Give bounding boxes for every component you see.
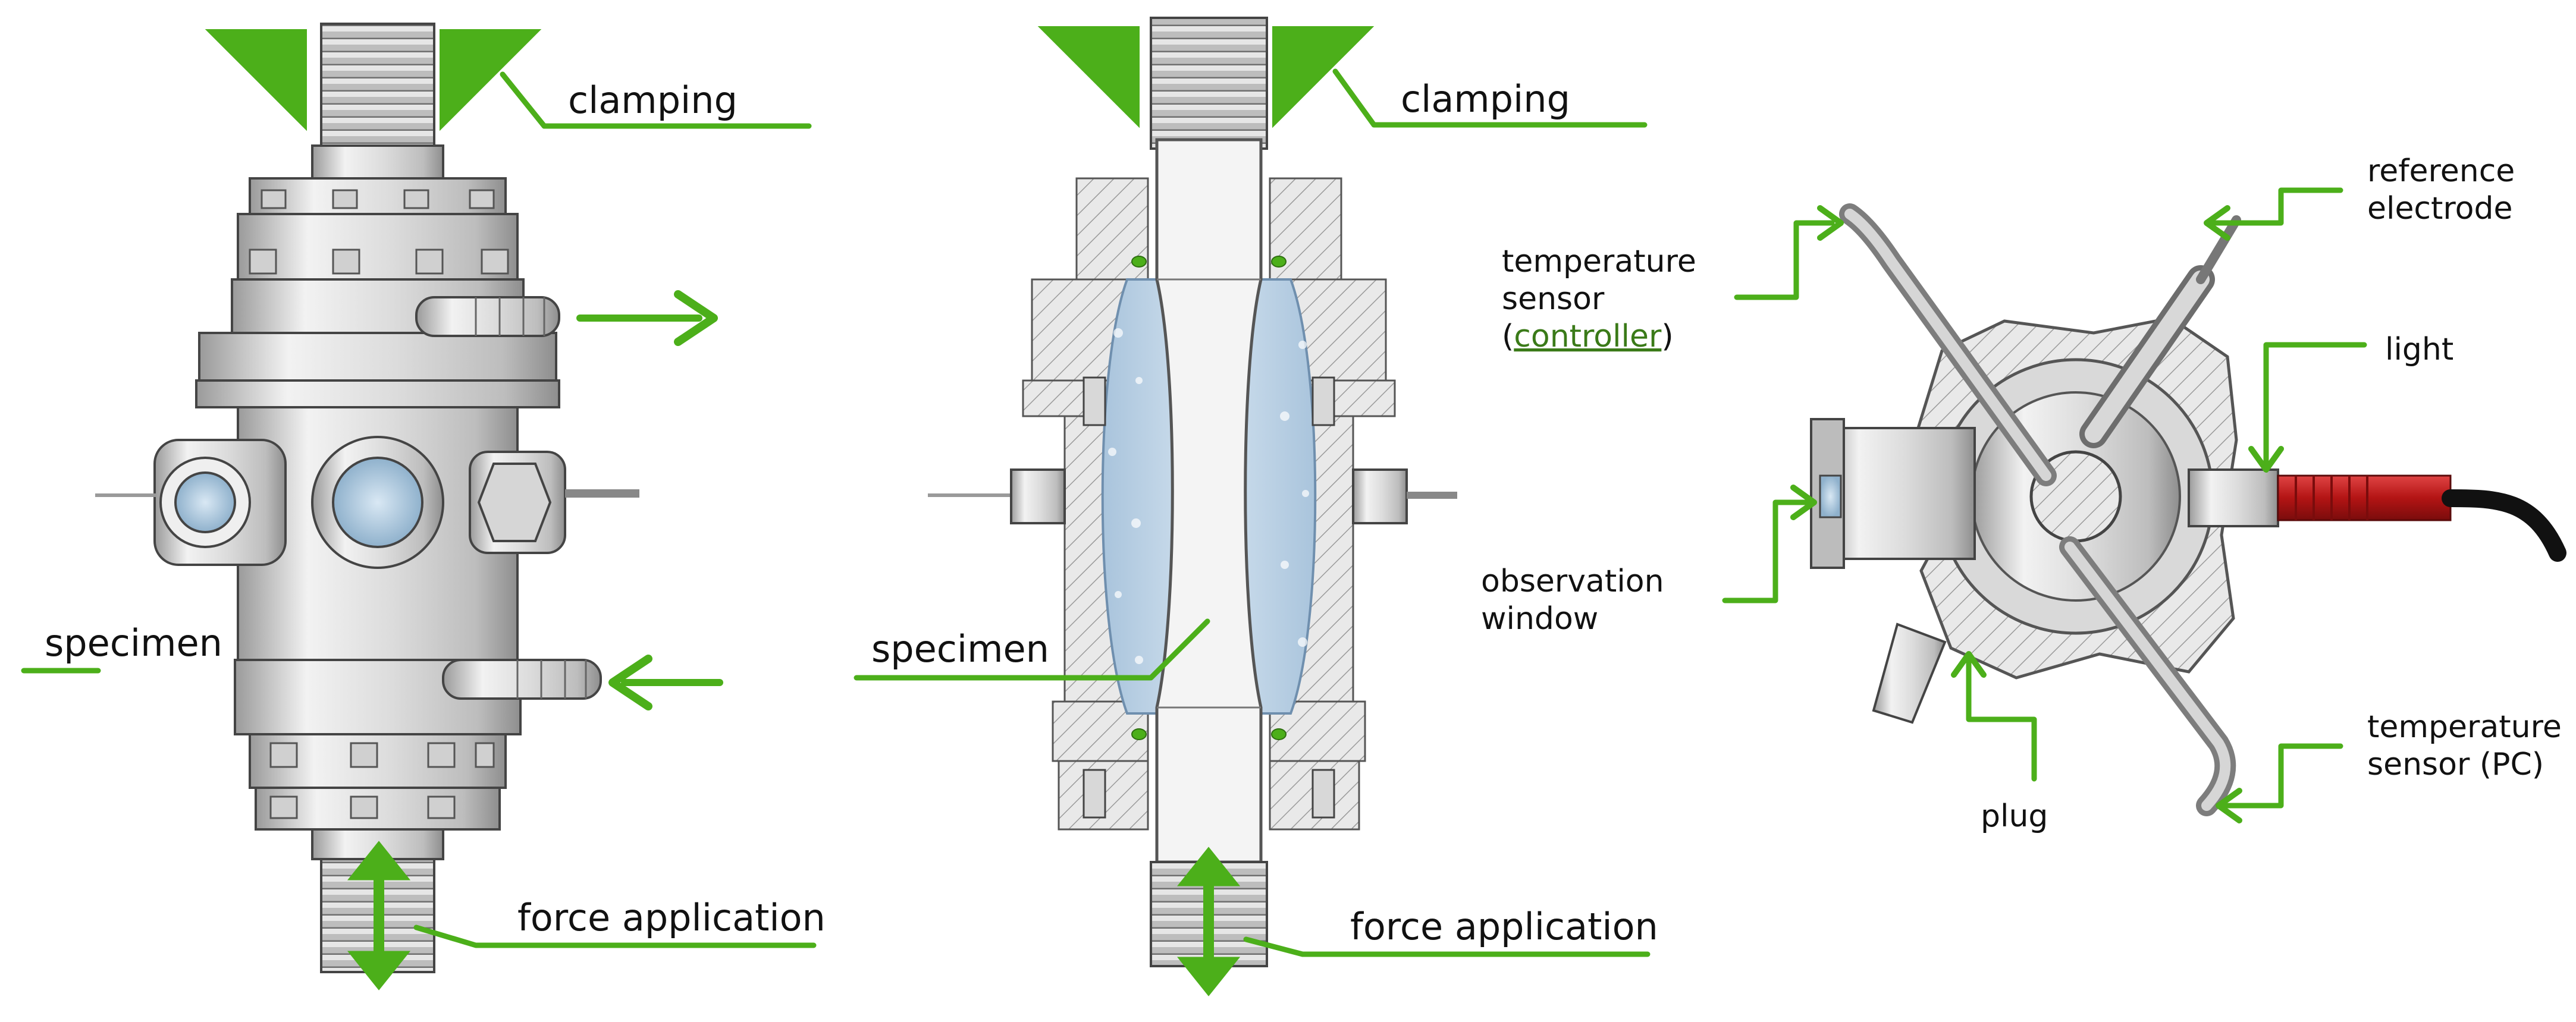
side-plug-right bbox=[469, 451, 639, 554]
left-view: clamping specimen force application bbox=[21, 23, 826, 990]
controller-link[interactable]: controller bbox=[1514, 319, 1662, 354]
double-arrow-icon bbox=[1176, 847, 1241, 996]
outlet-hose-barb bbox=[415, 296, 560, 337]
plug-label: plug bbox=[1981, 798, 2048, 834]
top-threaded-rod-section bbox=[1150, 17, 1268, 150]
right-view: temperature sensor (controller) referenc… bbox=[1481, 153, 2566, 834]
temp-sensor-pc-leader bbox=[2222, 743, 2343, 809]
reference-electrode-leader bbox=[2210, 187, 2343, 226]
reference-electrode-label-2: electrode bbox=[2367, 191, 2512, 227]
double-arrow-icon bbox=[347, 841, 411, 990]
force-leader-mid bbox=[1243, 936, 1651, 957]
temp-sensor-controller-label-2: sensor bbox=[1502, 281, 1605, 317]
front-window bbox=[311, 436, 444, 569]
observation-window-port bbox=[1810, 418, 1976, 569]
reference-electrode bbox=[2079, 215, 2241, 448]
light-label: light bbox=[2385, 332, 2453, 367]
clamping-label-mid: clamping bbox=[1401, 77, 1570, 121]
observation-window-label-1: observation bbox=[1481, 564, 1664, 599]
upper-ring bbox=[198, 332, 557, 385]
temp-sensor-pc-label-2: sensor (PC) bbox=[2367, 747, 2544, 782]
clamp-wedge-icon bbox=[435, 24, 553, 143]
clamping-leader-mid bbox=[1332, 68, 1648, 128]
clamp-wedge-icon bbox=[1026, 21, 1144, 140]
specimen-label-mid: specimen bbox=[871, 627, 1049, 671]
observation-window-label-2: window bbox=[1481, 601, 1598, 637]
observation-window-leader bbox=[1722, 499, 1811, 603]
clamping-label-left: clamping bbox=[568, 78, 738, 122]
specimen-leader-mid bbox=[854, 618, 1210, 681]
reference-electrode-label-1: reference bbox=[2367, 153, 2515, 189]
flow-in-arrow-icon bbox=[608, 655, 723, 710]
force-label-mid: force application bbox=[1350, 905, 1658, 948]
clamp-wedge-icon bbox=[1267, 21, 1386, 140]
flow-out-arrow-icon bbox=[576, 290, 718, 346]
clamp-wedge-icon bbox=[193, 24, 312, 143]
temp-sensor-controller-label-1: temperature bbox=[1502, 244, 1696, 279]
inlet-hose-barb bbox=[442, 659, 602, 700]
force-label-left: force application bbox=[517, 896, 826, 939]
temp-sensor-controller-leader bbox=[1734, 220, 1835, 300]
specimen-label-left: specimen bbox=[45, 621, 222, 665]
top-threaded-rod bbox=[320, 23, 435, 156]
force-leader-left bbox=[413, 924, 817, 948]
temp-sensor-controller-label-3: (controller) bbox=[1502, 319, 1674, 354]
temp-sensor-pc-label-1: temperature bbox=[2367, 709, 2562, 745]
top-flange bbox=[249, 177, 507, 215]
light-port bbox=[2188, 468, 2566, 562]
light-leader bbox=[2263, 342, 2367, 467]
clamping-leader bbox=[500, 71, 812, 129]
side-window-left bbox=[153, 439, 287, 566]
plug-barb bbox=[1872, 622, 1947, 724]
specimen-rod bbox=[1155, 138, 1263, 864]
plug-leader bbox=[1966, 657, 2037, 782]
middle-view: clamping specimen force application bbox=[854, 17, 1658, 996]
